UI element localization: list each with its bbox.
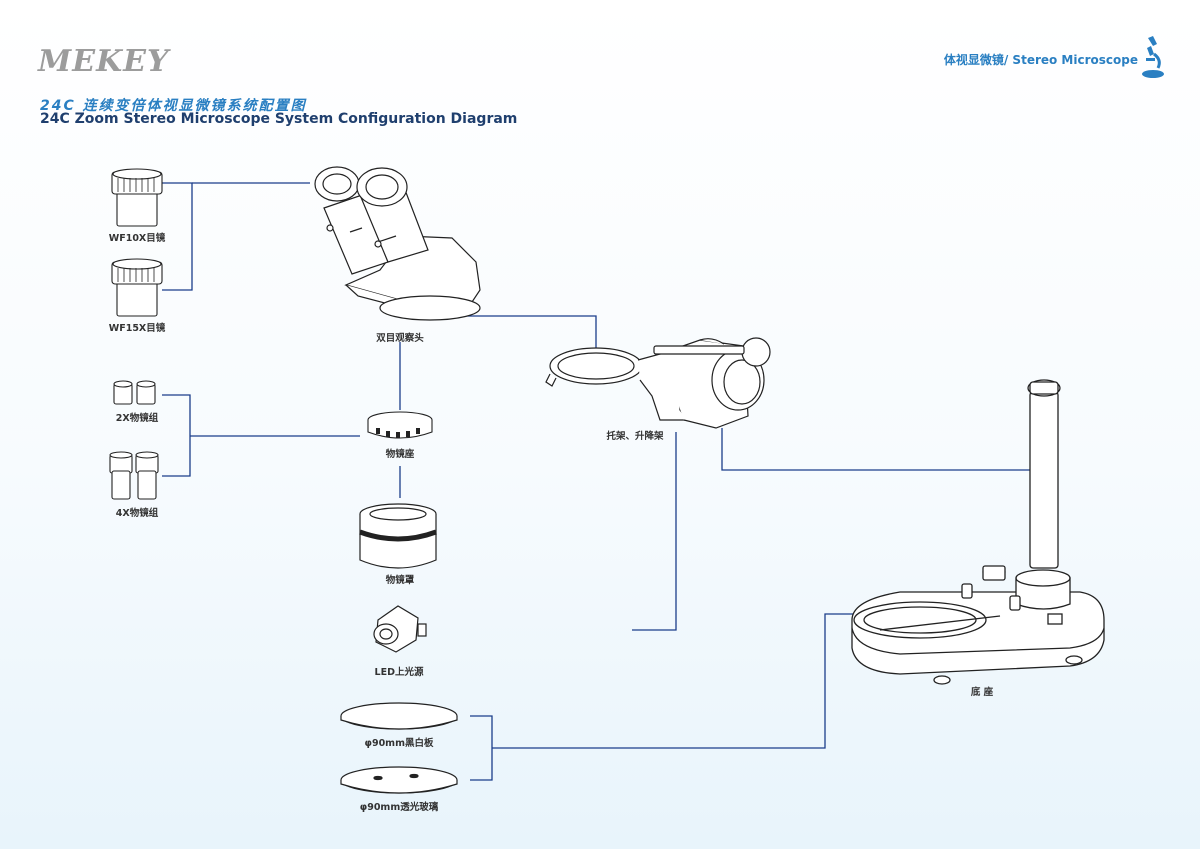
label-objective-mount: 物镜座 — [385, 449, 415, 460]
eyepiece-wf10x — [111, 168, 163, 227]
eyepiece-wf15x — [111, 258, 163, 317]
plate-black-white — [340, 702, 458, 730]
objective-4x — [109, 451, 159, 500]
label-objective-2x: 2X物镜组 — [115, 413, 159, 424]
label-objective-cover: 物镜罩 — [385, 575, 415, 586]
objective-cover — [359, 503, 437, 569]
stand-base — [851, 379, 1105, 685]
holder-focus-arm — [545, 337, 771, 429]
microscope-icon — [1142, 36, 1164, 78]
label-eyepiece-wf15x: WF15X目镜 — [108, 323, 166, 334]
label-eyepiece-wf10x: WF10X目镜 — [108, 233, 166, 244]
label-plate-glass: φ90mm透光玻璃 — [359, 802, 439, 813]
led-light — [373, 605, 427, 653]
label-led-light: LED上光源 — [374, 667, 424, 678]
plate-glass — [340, 766, 458, 794]
objective-mount — [367, 411, 433, 439]
label-plate-black-white: φ90mm黑白板 — [364, 738, 434, 749]
binocular-head — [314, 166, 481, 321]
header-category: 体视显微镜/ Stereo Microscope — [943, 53, 1138, 67]
label-holder-focus: 托架、升降架 — [606, 431, 664, 442]
label-base: 底 座 — [970, 687, 994, 698]
objective-2x — [113, 380, 156, 405]
connector-lines — [162, 182, 1033, 781]
label-binocular-head: 双目观察头 — [376, 333, 424, 344]
diagram-title-cn: 24C 连续变倍体视显微镜系统配置图 — [40, 98, 307, 114]
brand-logo: MEKEY — [38, 44, 170, 79]
label-objective-4x: 4X物镜组 — [115, 508, 159, 519]
diagram-title-en: 24C Zoom Stereo Microscope System Config… — [40, 111, 518, 127]
